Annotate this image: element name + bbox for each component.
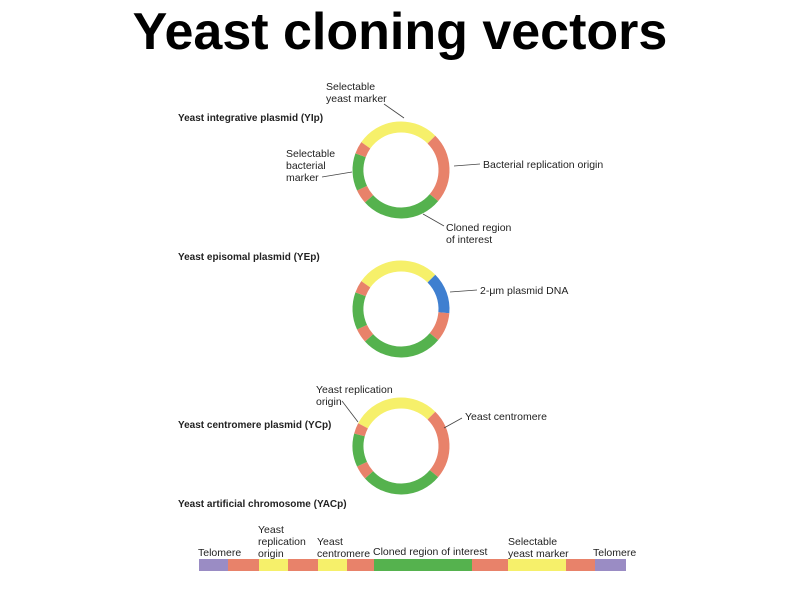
yip-header: Yeast integrative plasmid (YIp) xyxy=(178,113,323,124)
ycp-segment-spacer xyxy=(357,461,374,479)
ycp-label-replication-origin-line2: origin xyxy=(316,396,342,408)
page-title: Yeast cloning vectors xyxy=(132,3,668,61)
ycp-segment-bacterial-origin xyxy=(427,411,450,478)
yac-segment-replication-origin xyxy=(259,559,288,571)
yip-label-bacterial-marker-line2: bacterial xyxy=(286,160,326,172)
ycp-label-replication-origin-line1: Yeast replication xyxy=(316,384,393,396)
yac-label-telomere-right: Telomere xyxy=(593,547,636,559)
yac-segment-spacer-3 xyxy=(347,559,374,571)
yep-leader-right xyxy=(449,289,478,293)
yip-label-cloned-region-line1: Cloned region xyxy=(446,222,512,234)
yip-label-yeast-marker-line1: Selectable xyxy=(326,81,375,93)
yip-label-bacterial-marker-line1: Selectable xyxy=(286,148,335,160)
yac-label-replication-origin-line2: replication xyxy=(258,536,306,548)
yac-label-cloned-region: Cloned region of interest xyxy=(373,546,487,558)
yip-leader-bottom xyxy=(422,213,445,227)
yep-segment-cloned-region xyxy=(364,332,439,358)
yip-segment-yeast-marker xyxy=(361,121,436,149)
ycp-plasmid xyxy=(352,397,450,495)
ycp-segment-spacer-2 xyxy=(354,423,368,437)
yip-label-cloned-region-line2: of interest xyxy=(446,234,492,246)
yip-leader-left xyxy=(321,171,353,178)
yep-plasmid xyxy=(352,260,450,358)
yep-segment-2um-plasmid xyxy=(427,274,450,314)
yip-segment-bacterial-marker xyxy=(352,153,368,191)
yip-segment-cloned-region xyxy=(364,193,439,219)
yip-label-yeast-marker-line2: yeast marker xyxy=(326,93,387,105)
yac-label-telomere-left: Telomere xyxy=(198,547,241,559)
ycp-leader-left xyxy=(341,400,359,423)
yep-segment-bacterial-origin xyxy=(429,311,450,341)
yac-segment-spacer-4 xyxy=(472,559,508,571)
yep-segment-spacer-2 xyxy=(355,281,371,297)
ycp-label-centromere: Yeast centromere xyxy=(465,411,547,423)
yac-label-replication-origin-line1: Yeast xyxy=(258,524,284,536)
yac-segment-telomere-right xyxy=(595,559,626,571)
yac-label-centromere-line2: centromere xyxy=(317,548,370,560)
yep-header: Yeast episomal plasmid (YEp) xyxy=(178,252,320,263)
yip-segment-spacer xyxy=(357,185,374,203)
ycp-segment-replication-origin-centromere xyxy=(358,397,436,429)
yip-segment-bacterial-origin xyxy=(427,135,450,202)
yac-label-marker-line1: Selectable xyxy=(508,536,557,548)
yac-label-replication-origin-line3: origin xyxy=(258,548,284,560)
yac-linear-bar xyxy=(199,559,626,571)
yac-header: Yeast artificial chromosome (YACp) xyxy=(178,499,347,510)
yep-segment-spacer xyxy=(357,324,374,342)
yep-segment-yeast-marker xyxy=(361,260,436,288)
yac-segment-spacer-1 xyxy=(228,559,259,571)
yip-leader-right xyxy=(453,163,481,167)
yep-label-2um-plasmid: 2-μm plasmid DNA xyxy=(480,285,568,297)
ycp-header: Yeast centromere plasmid (YCp) xyxy=(178,420,331,431)
yac-segment-spacer-2 xyxy=(288,559,318,571)
yac-segment-centromere xyxy=(318,559,347,571)
yac-label-centromere-line1: Yeast xyxy=(317,536,343,548)
yep-segment-bacterial-marker xyxy=(352,292,368,330)
yac-segment-spacer-5 xyxy=(566,559,595,571)
yac-label-marker-line2: yeast marker xyxy=(508,548,569,560)
ycp-leader-right xyxy=(443,417,463,429)
yac-segment-telomere-left xyxy=(199,559,228,571)
yip-label-bacterial-origin: Bacterial replication origin xyxy=(483,159,603,171)
yip-leader-top xyxy=(383,103,405,119)
yip-segment-spacer-2 xyxy=(355,142,371,158)
yac-segment-marker xyxy=(508,559,566,571)
yip-plasmid xyxy=(352,121,450,219)
yip-label-bacterial-marker-line3: marker xyxy=(286,172,319,184)
ycp-segment-cloned-region xyxy=(364,469,439,495)
yac-segment-cloned-region xyxy=(374,559,472,571)
ycp-segment-bacterial-marker xyxy=(352,433,368,467)
